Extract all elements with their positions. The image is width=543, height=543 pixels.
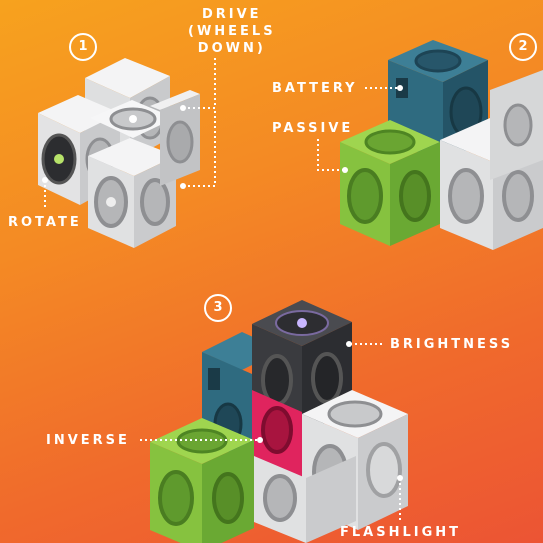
leader-lines [44, 58, 401, 520]
group-2-cubes [340, 40, 543, 250]
passive-cube [340, 120, 440, 246]
step-number-2: 2 [509, 33, 537, 61]
white-cube [490, 70, 543, 180]
label-battery: BATTERY [272, 81, 358, 96]
label-brightness: BRIGHTNESS [390, 337, 514, 352]
label-drive-line-1: DRIVE [201, 7, 262, 22]
label-drive: DRIVE (WHEELS DOWN) [188, 6, 276, 57]
step-number-1: 1 [69, 33, 97, 61]
inverse-cube [252, 390, 302, 480]
group-1-cubes [38, 58, 200, 248]
label-rotate: ROTATE [8, 215, 82, 230]
label-drive-line-2: (WHEELS [188, 24, 276, 39]
white-cube [90, 100, 175, 138]
group-3-cubes [150, 300, 408, 543]
attachment-dots [42, 85, 403, 481]
label-flashlight: FLASHLIGHT [340, 525, 462, 540]
step-number-3: 3 [204, 294, 232, 322]
label-passive: PASSIVE [272, 121, 354, 136]
white-cube [254, 456, 356, 543]
label-inverse: INVERSE [46, 433, 130, 448]
white-cube [150, 90, 200, 186]
label-drive-line-3: DOWN) [197, 41, 266, 56]
green-cube [150, 418, 254, 543]
